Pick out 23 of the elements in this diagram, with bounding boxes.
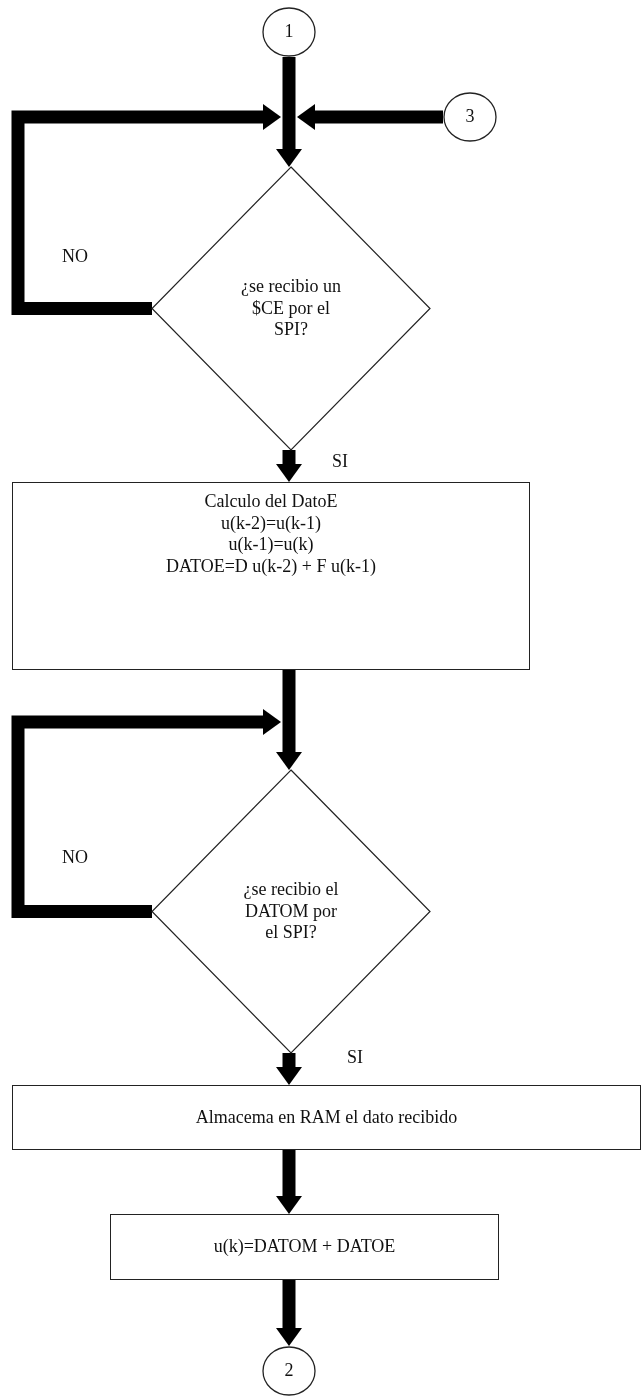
- arrow: [276, 1280, 302, 1346]
- process-text: Almacema en RAM el dato recibido: [195, 1106, 458, 1129]
- process-box: [110, 1214, 499, 1280]
- process-text: u(k-1)=u(k): [228, 534, 314, 556]
- arrow: [276, 1053, 302, 1085]
- process-text: DATOE=D u(k-2) + F u(k-1): [166, 555, 376, 578]
- decision-text: ¿se recibio un $CE por el SPI?: [241, 276, 341, 341]
- process-box: [12, 1085, 641, 1150]
- connector-number: 1: [284, 21, 294, 43]
- process-text: Calculo del DatoE: [204, 491, 338, 513]
- decision-text: ¿se recibio el DATOM por el SPI?: [242, 879, 340, 944]
- arrow: [276, 670, 302, 770]
- arrow: [11, 104, 281, 315]
- arrow: [11, 709, 281, 918]
- process-box: [12, 482, 530, 670]
- arrow: [276, 57, 302, 167]
- arrow: [297, 104, 443, 130]
- connector-number: 3: [465, 106, 475, 128]
- connector-number: 2: [284, 1360, 294, 1382]
- process-text: u(k)=DATOM + DATOE: [213, 1236, 396, 1258]
- arrow: [276, 450, 302, 482]
- arrow: [276, 1150, 302, 1214]
- process-text: u(k-2)=u(k-1): [220, 512, 322, 535]
